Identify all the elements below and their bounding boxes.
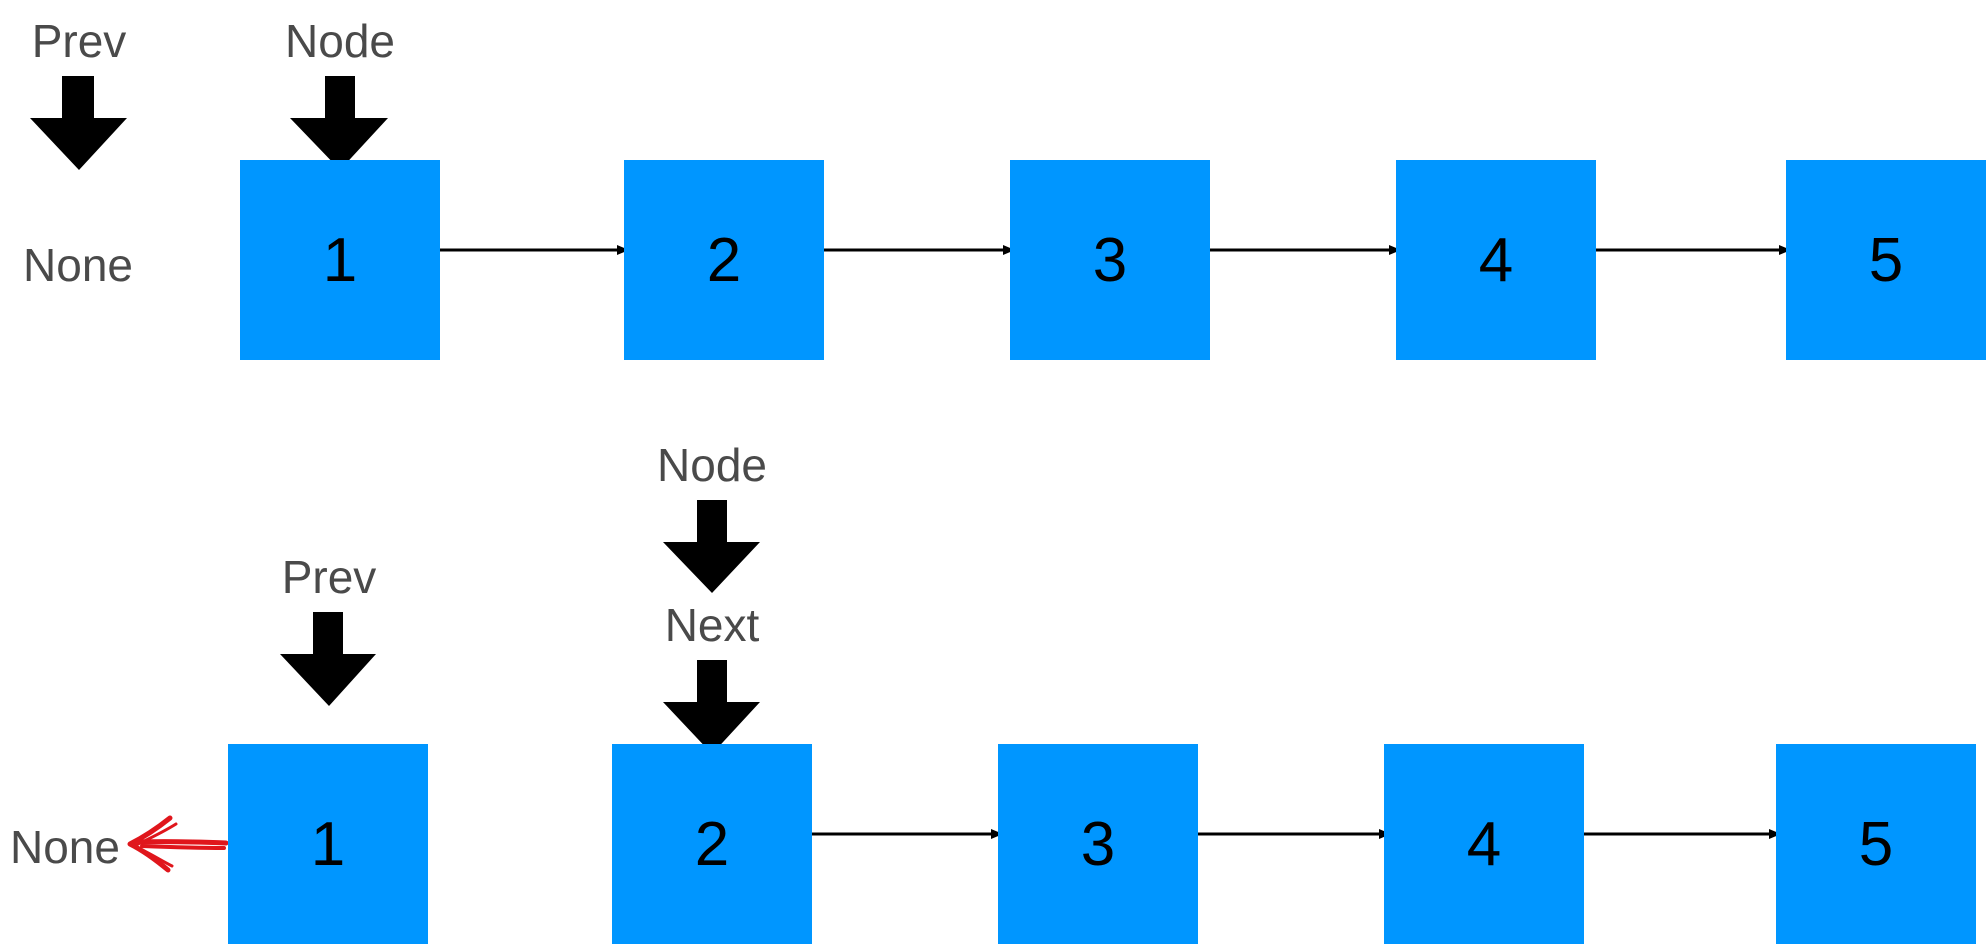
none-label-row1: None (23, 239, 133, 291)
list-node-row2-5: 5 (1776, 744, 1976, 944)
node-value: 4 (1466, 809, 1502, 879)
list-node-row1-2: 2 (624, 160, 824, 360)
next-label-row2: Next (664, 599, 760, 651)
node-value: 5 (1868, 225, 1904, 295)
next-pointer-arrow-row2 (663, 660, 760, 754)
list-node-row1-5: 5 (1786, 160, 1986, 360)
node-value: 1 (310, 809, 346, 879)
list-node-row2-4: 4 (1384, 744, 1584, 944)
node-value: 2 (694, 809, 730, 879)
list-node-row2-1: 1 (228, 744, 428, 944)
none-label-row2: None (10, 821, 120, 873)
prev-pointer-arrow-row2 (280, 612, 376, 706)
node-value: 3 (1080, 809, 1116, 879)
prev-label-row2: Prev (281, 551, 377, 603)
node-value: 1 (322, 225, 358, 295)
node-label-row2: Node (657, 439, 767, 491)
node-pointer-arrow-row1 (290, 76, 388, 170)
list-node-row2-3: 3 (998, 744, 1198, 944)
list-node-row2-2: 2 (612, 744, 812, 944)
prev-pointer-arrow-row1 (30, 76, 127, 170)
prev-label-row1: Prev (31, 15, 127, 67)
reversed-link-arrow (127, 815, 229, 873)
node-value: 4 (1478, 225, 1514, 295)
node-value: 2 (706, 225, 742, 295)
node-value: 3 (1092, 225, 1128, 295)
node-label-row1: Node (285, 15, 395, 67)
node-pointer-arrow-row2 (663, 500, 760, 593)
list-node-row1-1: 1 (240, 160, 440, 360)
node-value: 5 (1858, 809, 1894, 879)
list-node-row1-4: 4 (1396, 160, 1596, 360)
list-node-row1-3: 3 (1010, 160, 1210, 360)
